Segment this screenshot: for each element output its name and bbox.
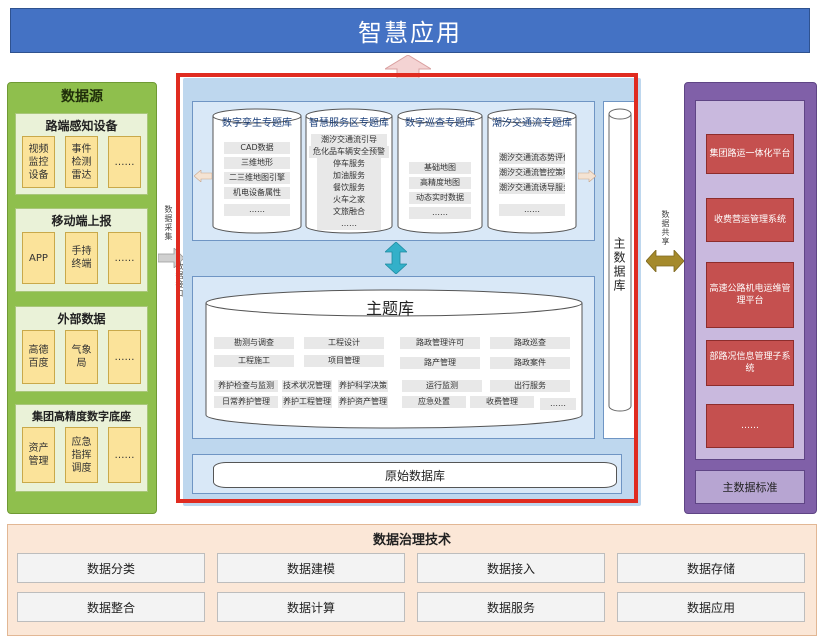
group-title: 移动端上报 [51, 214, 112, 228]
topic-db-item: 加油服务 [317, 170, 381, 182]
data-collection-label: 数据采集 [164, 205, 173, 241]
external-system-item: …… [706, 404, 794, 448]
data-source-title: 数据源 [61, 89, 103, 105]
source-item: 手持 终端 [65, 232, 98, 284]
topic-db-item: …… [317, 218, 381, 230]
source-item: 资产 管理 [22, 427, 55, 483]
raw-db-label: 原始数据库 [213, 462, 617, 488]
bidirectional-arrow-icon [646, 250, 684, 272]
topic-db-item: 餐饮服务 [317, 182, 381, 194]
theme-db-item: 日常养护管理 [214, 396, 278, 408]
theme-db-item: …… [540, 398, 576, 410]
topic-db-item: 动态实时数据 [409, 192, 471, 204]
topic-db-item: …… [224, 204, 290, 216]
topic-db-item: 二三维地图引擎 [224, 172, 290, 184]
theme-db-item: 路政案件 [490, 357, 570, 369]
topic-db-item: 停车服务 [317, 158, 381, 170]
theme-db-item: 出行服务 [490, 380, 570, 392]
topic-db-digital-twin: 数字孪生专题库 CAD数据 三维地形 二三维地图引擎 机电设备属性 …… [212, 108, 302, 234]
smart-application-banner: 智慧应用 [10, 8, 810, 53]
external-system-item: 集团路运一体化平台 [706, 134, 794, 174]
theme-db-item: 工程设计 [304, 337, 384, 349]
topic-db-item: 潮汐交通流引导 [311, 134, 387, 146]
source-item: 事件 检测 雷达 [65, 136, 98, 188]
group-title: 外部数据 [57, 312, 106, 326]
topic-db-item: CAD数据 [224, 142, 290, 154]
theme-db-item: 应急处置 [402, 396, 466, 408]
source-item: …… [108, 136, 141, 188]
topic-db-item: 三维地形 [224, 157, 290, 169]
theme-db-item: 运行监测 [402, 380, 482, 392]
topic-db-item: 机电设备属性 [224, 187, 290, 199]
master-data-standard: 主数据标准 [695, 470, 805, 504]
master-db-cylinder-shape [608, 108, 632, 412]
topic-db-title: 潮汐交通流专题库 [492, 118, 572, 129]
theme-db-item: 路产管理 [400, 357, 480, 369]
group-title: 路端感知设备 [45, 119, 118, 133]
data-governance-title: 数据治理技术 [372, 532, 451, 548]
governance-item: 数据存储 [617, 553, 805, 583]
topic-db-digital-inspection: 数字巡查专题库 基础地图 高精度地图 动态实时数据 …… [397, 108, 483, 234]
topic-db-item: …… [499, 204, 565, 216]
theme-db-item: 养护资产管理 [338, 396, 388, 408]
topic-db-item: 潮汐交通流诱导服务 [499, 182, 565, 194]
theme-db-title: 主题库 [365, 299, 414, 318]
bidirectional-arrow-icon [385, 242, 407, 274]
source-item: …… [108, 232, 141, 284]
theme-db-item: 养护工程管理 [282, 396, 332, 408]
governance-item: 数据整合 [17, 592, 205, 622]
topic-db-item: 基础地图 [409, 162, 471, 174]
topic-db-item: 危化品车辆安全预警 [309, 146, 389, 158]
source-item: 应急 指挥 调度 [65, 427, 98, 483]
external-system-item: 高速公路机电运维管理平台 [706, 262, 794, 328]
governance-item: 数据接入 [417, 553, 605, 583]
left-arrow-icon [194, 170, 212, 182]
highlight-frame [176, 73, 638, 503]
topic-db-item: 潮汐交通流态势评估 [499, 152, 565, 164]
source-item: 气象 局 [65, 330, 98, 384]
source-item: 高德 百度 [22, 330, 55, 384]
theme-db-item: 勘测与调查 [214, 337, 294, 349]
source-item: …… [108, 330, 141, 384]
topic-db-item: …… [409, 207, 471, 219]
source-item: …… [108, 427, 141, 483]
governance-item: 数据计算 [217, 592, 405, 622]
right-arrow-icon [578, 170, 596, 182]
topic-db-smart-service-area: 智慧服务区专题库 潮汐交通流引导 危化品车辆安全预警 停车服务 加油服务 餐饮服… [305, 108, 393, 234]
theme-db-item: 收费管理 [470, 396, 534, 408]
group-title: 集团高精度数字底座 [32, 410, 131, 423]
topic-db-item: 高精度地图 [409, 177, 471, 189]
external-system-item: 收费营运管理系统 [706, 198, 794, 242]
topic-db-item: 火车之家 [317, 194, 381, 206]
theme-db-item: 路政管理许可 [400, 337, 480, 349]
theme-db-item: 技术状况管理 [282, 380, 332, 392]
governance-item: 数据应用 [617, 592, 805, 622]
theme-db-item: 工程施工 [214, 355, 294, 367]
source-item: 视频 监控 设备 [22, 136, 55, 188]
up-arrow-icon [385, 55, 431, 85]
theme-db-item: 路政巡查 [490, 337, 570, 349]
governance-item: 数据服务 [417, 592, 605, 622]
theme-db-item: 项目管理 [304, 355, 384, 367]
topic-db-title: 数字巡查专题库 [405, 118, 475, 129]
data-sharing-label: 数据共享 [661, 210, 670, 246]
governance-item: 数据建模 [217, 553, 405, 583]
master-db-label: 主数据库 [612, 237, 626, 293]
topic-db-item: 文旅融合 [317, 206, 381, 218]
theme-db-item: 养护检查与监测 [214, 380, 278, 392]
topic-db-title: 数字孪生专题库 [222, 118, 292, 129]
governance-item: 数据分类 [17, 553, 205, 583]
theme-db-item: 养护科学决策 [338, 380, 388, 392]
topic-db-tidal-traffic: 潮汐交通流专题库 潮汐交通流态势评估 潮汐交通流管控策略 潮汐交通流诱导服务 …… [487, 108, 577, 234]
source-item: APP [22, 232, 55, 284]
topic-db-item: 潮汐交通流管控策略 [499, 167, 565, 179]
external-system-item: 部路况信息管理子系统 [706, 340, 794, 386]
topic-db-title: 智慧服务区专题库 [309, 118, 389, 129]
